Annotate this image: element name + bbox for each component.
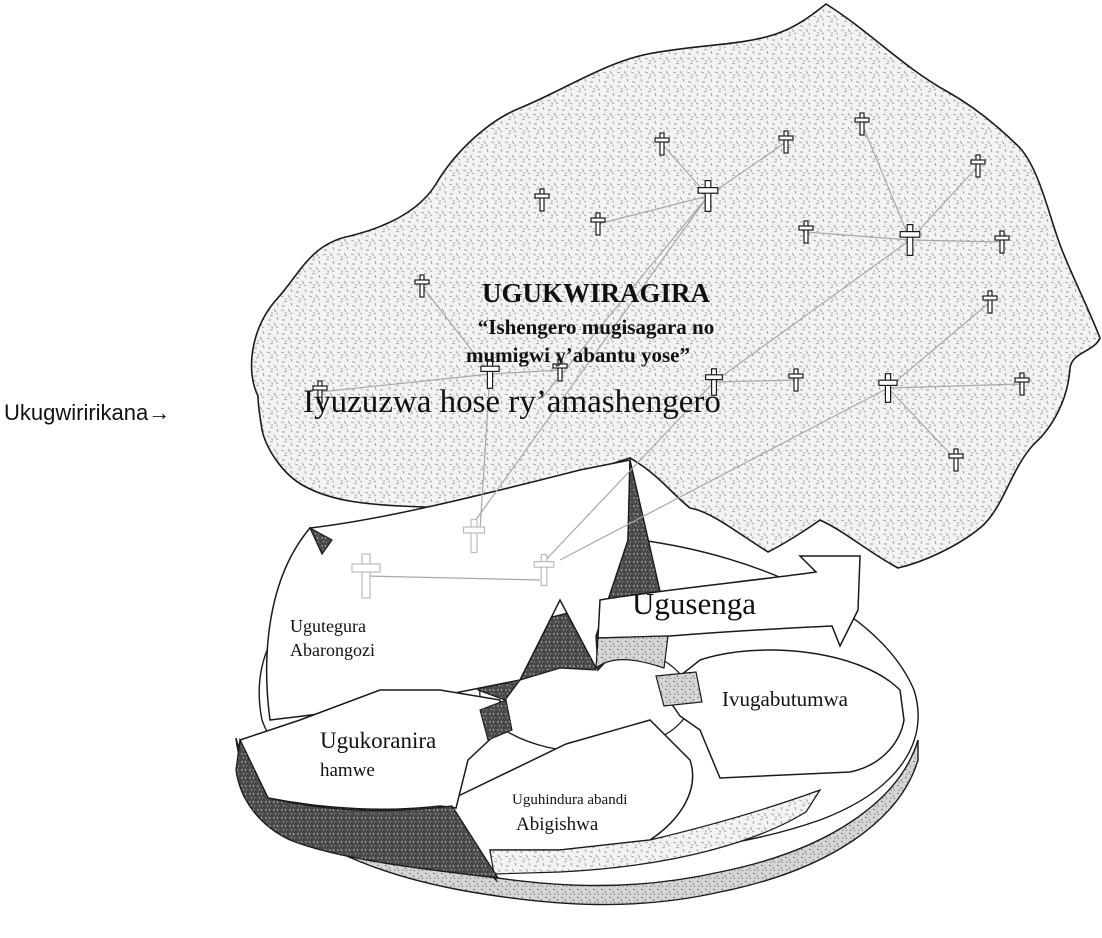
cross-icon [414, 274, 430, 298]
cross-icon [1014, 372, 1030, 396]
cross-icon [778, 130, 794, 154]
cloud-subtitle-line2: mumigwi y’abantu yose” [466, 343, 690, 367]
cross-icon [351, 553, 381, 599]
cross-icon [533, 553, 555, 586]
cloud-title: UGUKWIRAGIRA [482, 278, 711, 308]
cross-icon [854, 112, 870, 136]
label-ugutegura-line2: Abarongozi [290, 640, 375, 660]
arrow-ugukoranira-side [235, 737, 500, 879]
cross-icon [480, 359, 500, 389]
arrow-ivugabutumwa [660, 649, 905, 779]
arrow-ugusenga [597, 555, 861, 648]
cross-icon [590, 212, 606, 236]
label-ugusenga: Ugusenga [632, 586, 756, 621]
cross-icon [899, 224, 921, 257]
cross-icon [312, 380, 328, 404]
label-uguhindura-line1: Uguhindura abandi [512, 792, 627, 808]
cross-icon [534, 188, 550, 212]
cloud-subtitle-line1: “Ishengero mugisagara no [478, 315, 714, 339]
cross-icon [798, 220, 814, 244]
arrow-ivugabutumwa-tab [655, 671, 703, 707]
cross-icon [654, 132, 670, 156]
cross-icon [704, 368, 723, 396]
cross-icon [788, 368, 804, 392]
label-ugutegura-line1: Ugutegura [290, 616, 366, 636]
arrow-connector-dark [479, 699, 513, 741]
cross-icon [552, 358, 568, 382]
arrow-ugusenga-lip [595, 635, 669, 670]
network-lines [319, 123, 1023, 581]
label-ugukoranira-line2: hamwe [320, 760, 375, 781]
crosses [312, 112, 1030, 599]
cross-icon [970, 154, 986, 178]
cross-icon [462, 518, 486, 554]
side-label: Ukugwiririkana→ [4, 400, 170, 425]
cross-icon [982, 290, 998, 314]
label-ugukoranira-line1: Ugukoranira [320, 728, 436, 753]
cross-icon [994, 230, 1010, 254]
cloud-caption: Iyuzuzwa hose ry’amashengero [303, 384, 721, 420]
cross-icon [878, 373, 898, 403]
cross-icon [697, 180, 719, 213]
arrow-tail-left [308, 526, 333, 556]
arrow-uguhindura-side [489, 788, 822, 875]
cross-icon [948, 448, 964, 472]
label-uguhindura-line2: Abigishwa [516, 814, 599, 835]
label-ivugabutumwa: Ivugabutumwa [722, 687, 849, 711]
